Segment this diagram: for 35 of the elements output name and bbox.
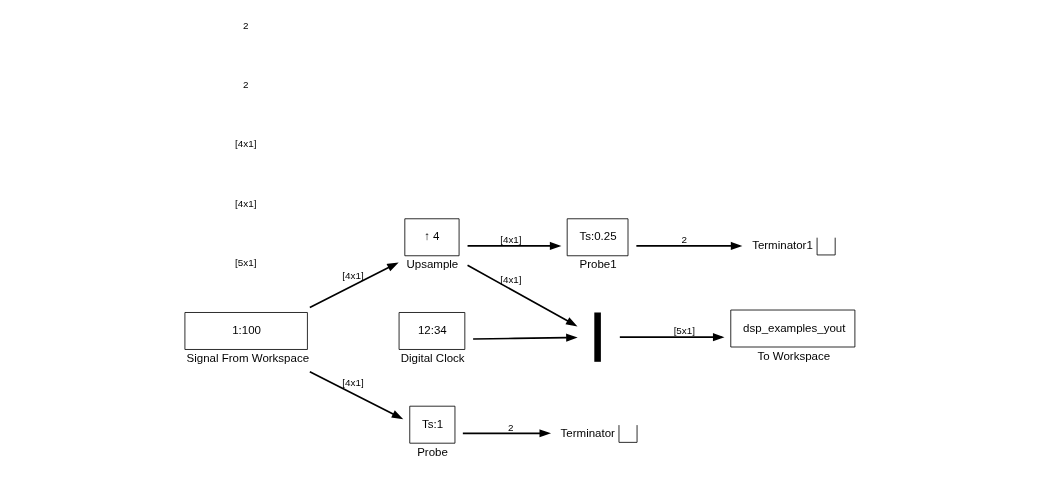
label: 2 <box>242 19 248 31</box>
edge-label: [5x1] <box>673 325 695 337</box>
node-text: Terminator1 <box>751 239 813 252</box>
edge-label: [4x1] <box>341 377 364 389</box>
arrow <box>466 264 577 327</box>
node-box: 12:34 <box>398 312 465 350</box>
arrow <box>308 370 403 420</box>
edge-label: [4x1] <box>499 234 522 246</box>
node-label: Probe <box>416 445 448 458</box>
node-bar <box>593 312 601 362</box>
node-label: Signal From Workspace <box>186 351 309 364</box>
node-label: To Workspace <box>756 349 830 362</box>
arrow <box>461 429 551 438</box>
node-label: Upsample <box>405 258 458 271</box>
edge-label: [4x1] <box>341 270 364 282</box>
label: [4x1] <box>234 138 256 150</box>
label: [4x1] <box>234 197 256 209</box>
label: [5x1] <box>234 256 256 268</box>
node-box: ↑ 4 <box>403 218 459 257</box>
arrow <box>471 333 578 342</box>
edge-label: [4x1] <box>499 274 522 286</box>
node-label: Probe1 <box>579 258 617 271</box>
node-label: Digital Clock <box>400 351 465 364</box>
edge-label: 2 <box>681 234 687 246</box>
node-box: dsp_examples_yout <box>729 309 855 348</box>
arrow <box>308 262 399 309</box>
node-box: 1:100 <box>184 312 308 350</box>
node-text: Terminator <box>560 426 615 439</box>
label: 2 <box>242 79 248 91</box>
arrow <box>635 241 742 250</box>
node-box: Ts:1 <box>408 405 455 444</box>
node-box: Ts:0.25 <box>566 218 628 257</box>
arrow <box>618 333 724 342</box>
edge-label: 2 <box>507 421 514 433</box>
arrow <box>466 241 561 250</box>
